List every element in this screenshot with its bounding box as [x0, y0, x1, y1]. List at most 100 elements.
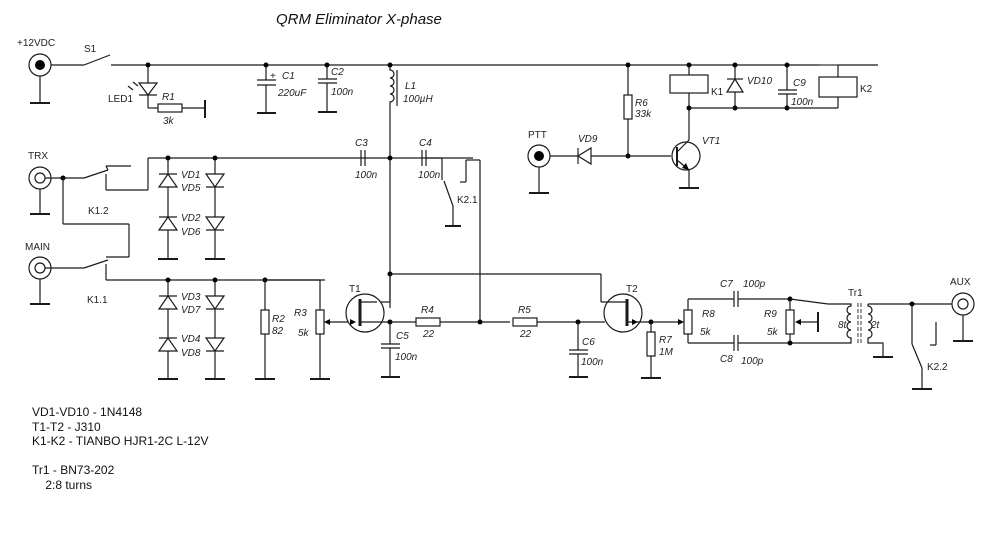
r6-label: R6	[635, 98, 648, 109]
main-connector-label: MAIN	[25, 242, 50, 253]
r9-value: 5k	[767, 327, 779, 338]
relay-coil-k2: K2	[818, 65, 873, 108]
diagram-title: QRM Eliminator X-phase	[276, 11, 442, 28]
tr1-secondary: 2t	[870, 320, 881, 331]
c5-label: C5	[396, 331, 409, 342]
r6-value: 33k	[635, 109, 652, 120]
tr1-primary: 8t	[838, 320, 848, 331]
relay-contact-k1-2: K1.2	[83, 158, 149, 217]
resistor-r1: R1 3k	[148, 92, 206, 127]
transistor-vt1: VT1	[671, 108, 720, 189]
k2-2-label: K2.2	[927, 362, 948, 373]
c2-label: C2	[331, 67, 344, 78]
relay-coil-k1: K1	[669, 65, 724, 108]
r7-label: R7	[659, 335, 672, 346]
relay-contact-k2-1: K2.1	[441, 158, 481, 322]
capacitor-c4: C4 100n	[418, 138, 441, 181]
note-line: K1-K2 - TIANBO HJR1-2C L-12V	[32, 434, 209, 448]
c4-label: C4	[419, 138, 432, 149]
potentiometer-r3: R3 5k	[265, 279, 352, 380]
r3-label: R3	[294, 308, 307, 319]
c9-label: C9	[793, 78, 806, 89]
r8-value: 5k	[700, 327, 712, 338]
ptt-connector-label: PTT	[528, 130, 547, 141]
t2-label: T2	[626, 284, 638, 295]
r2-value: 82	[272, 326, 284, 337]
diode-vd10: VD10	[725, 65, 772, 108]
aux-connector-label: AUX	[950, 277, 971, 288]
vd6-label: VD6	[181, 227, 201, 238]
capacitor-c2: C2 100n	[318, 65, 354, 113]
k1-1-label: K1.1	[87, 295, 108, 306]
diode-clamp-upper: VD1 VD5 VD2 VD6	[157, 155, 226, 260]
capacitor-c5: C5 100n	[381, 322, 418, 378]
aux-connector: AUX	[950, 277, 975, 342]
c6-label: C6	[582, 337, 595, 348]
vd2-label: VD2	[181, 213, 201, 224]
r5-value: 22	[519, 329, 532, 340]
l1-value: 100µH	[403, 94, 433, 105]
main-connector: MAIN	[25, 242, 52, 305]
vd9-label: VD9	[578, 134, 598, 145]
led1: LED1	[108, 65, 159, 108]
jfet-t1: T1	[345, 284, 390, 333]
r4-label: R4	[421, 305, 434, 316]
diode-vd9: VD9	[576, 134, 628, 166]
resistor-r4: R4 22	[390, 305, 510, 340]
resistor-r7: R7 1M	[641, 322, 674, 379]
jfet-t2: T2	[600, 284, 650, 333]
resistor-r6: R6 33k	[623, 94, 652, 156]
c8-label: C8	[720, 354, 733, 365]
phase-section: C3 100n C4 100n K2.1	[345, 138, 975, 390]
r5-label: R5	[518, 305, 531, 316]
note-line: T1-T2 - J310	[32, 419, 101, 434]
vd8-label: VD8	[181, 348, 201, 359]
r7-value: 1M	[659, 347, 674, 358]
power-connector: +12VDC	[17, 38, 55, 104]
trx-connector-label: TRX	[28, 151, 48, 162]
c3-label: C3	[355, 138, 368, 149]
capacitor-c9: C9 100n	[778, 65, 814, 108]
capacitor-c8: C8 100p	[688, 335, 828, 367]
vd7-label: VD7	[181, 305, 201, 316]
c7-value: 100p	[743, 279, 766, 290]
potentiometer-r9: R9 5k	[764, 299, 819, 343]
resistor-r2: R2 82	[255, 277, 285, 380]
vd10-label: VD10	[747, 76, 772, 87]
c8-value: 100p	[741, 356, 764, 367]
note-line	[32, 449, 209, 464]
vd4-label: VD4	[181, 334, 201, 345]
r4-value: 22	[422, 329, 435, 340]
t1-label: T1	[349, 284, 361, 295]
transformer-tr1: Tr1 8t 2t	[828, 288, 952, 358]
input-section: TRX K1.2 MAIN	[25, 151, 473, 380]
s1-label: S1	[84, 44, 97, 55]
note-line: Tr1 - BN73-202	[32, 463, 115, 477]
c1-label: C1	[282, 71, 295, 82]
power-connector-label: +12VDC	[17, 38, 55, 49]
r2-label: R2	[272, 314, 285, 325]
vd5-label: VD5	[181, 183, 201, 194]
l1-label: L1	[405, 81, 416, 92]
inductor-l1: L1 100µH	[389, 65, 433, 108]
diode-clamp-lower: VD3 VD7 VD4 VD8	[157, 277, 226, 380]
r9-label: R9	[764, 309, 777, 320]
c2-value: 100n	[331, 87, 354, 98]
tr1-label: Tr1	[848, 288, 863, 299]
vd3-label: VD3	[181, 292, 201, 303]
relay-contact-k1-1: K1.1	[83, 256, 325, 306]
c3-value: 100n	[355, 170, 378, 181]
k1-label: K1	[711, 87, 724, 98]
r3-value: 5k	[298, 328, 310, 339]
r8-label: R8	[702, 309, 715, 320]
potentiometer-r8: R8 5k	[683, 299, 715, 343]
r1-label: R1	[162, 92, 175, 103]
k2-label: K2	[860, 84, 873, 95]
relay-contact-k2-2: K2.2	[911, 304, 948, 390]
c1-value: 220uF	[277, 88, 307, 99]
vd1-label: VD1	[181, 170, 200, 181]
ptt-connector: PTT	[527, 130, 551, 194]
r1-value: 3k	[163, 116, 175, 127]
capacitor-c7: C7 100p	[688, 279, 790, 307]
